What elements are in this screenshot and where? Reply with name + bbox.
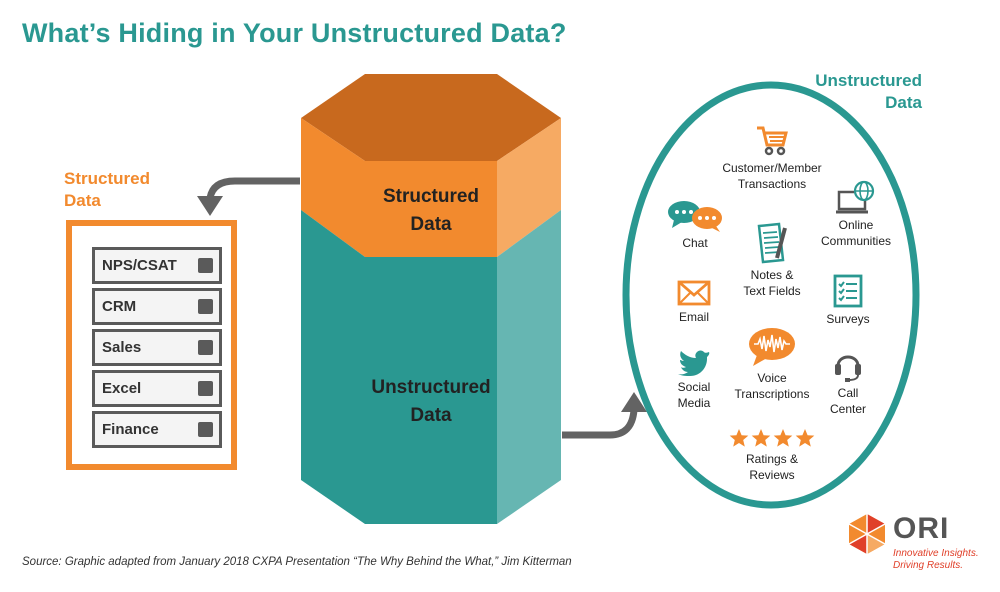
hexagon-structured-line2: Data: [410, 214, 452, 235]
stars-icon: [729, 429, 815, 447]
twitter-bird-icon: [678, 350, 710, 376]
structured-data-box: NPS/CSAT CRM Sales Excel Finance: [66, 220, 237, 470]
database-label: NPS/CSAT: [102, 257, 177, 274]
headset-icon: [835, 355, 861, 382]
checklist-icon: [833, 274, 863, 308]
envelope-icon: [677, 280, 711, 306]
source-online-communities: Online Communities: [806, 180, 906, 249]
hexagon-structured-line1: Structured: [382, 186, 480, 207]
database-row: Finance: [92, 411, 222, 448]
source-label: Center: [829, 402, 867, 416]
hexagon-unstructured-side: [497, 210, 561, 524]
unstructured-oval: [622, 81, 920, 509]
database-row: Excel: [92, 370, 222, 407]
hexagon-structured-label: Structured Data: [365, 183, 497, 239]
database-light-icon: [198, 381, 213, 396]
database-light-icon: [198, 340, 213, 355]
source-chat: Chat: [660, 200, 730, 251]
database-label: Excel: [102, 380, 142, 397]
database-label: CRM: [102, 298, 137, 315]
hexagon-structured-front: [301, 118, 365, 257]
source-voice: Voice Transcriptions: [724, 327, 820, 402]
unstructured-heading-line1: Unstructured: [815, 71, 922, 90]
source-ratings: Ratings & Reviews: [720, 428, 824, 483]
page-title: What’s Hiding in Your Unstructured Data?: [22, 18, 567, 48]
structured-data-heading: Structured Data: [64, 168, 150, 212]
database-light-icon: [198, 422, 213, 437]
hexagon-unstructured-line1: Unstructured: [371, 377, 491, 398]
source-note: Source: Graphic adapted from January 201…: [22, 556, 572, 568]
database-row: CRM: [92, 288, 222, 325]
globe-computer-icon: [836, 180, 875, 214]
shopping-cart-icon: [757, 126, 788, 156]
database-light-icon: [198, 299, 213, 314]
ori-logo: ORI Innovative Insights. Driving Results…: [845, 512, 979, 574]
source-notes: Notes & Text Fields: [728, 222, 816, 299]
source-label: Reviews: [749, 468, 795, 482]
hexagon-top-cap: [301, 74, 561, 161]
hexagon-unstructured-label: Unstructured Data: [350, 374, 512, 430]
source-call-center: Call Center: [820, 348, 876, 417]
source-label: Transactions: [737, 177, 807, 191]
database-label: Finance: [102, 421, 159, 438]
unstructured-heading-line2: Data: [885, 93, 922, 112]
source-label: Email: [678, 310, 709, 324]
source-transactions: Customer/Member Transactions: [710, 123, 834, 192]
source-surveys: Surveys: [816, 274, 880, 327]
unstructured-data-heading: Unstructured Data: [815, 70, 922, 114]
source-label: Transcriptions: [734, 387, 810, 401]
database-light-icon: [198, 258, 213, 273]
database-list: NPS/CSAT CRM Sales Excel Finance: [92, 247, 222, 452]
source-social-media: Social Media: [664, 348, 724, 411]
source-label: Online: [838, 218, 874, 232]
arrowhead-structured: [197, 196, 223, 216]
ori-logo-word: ORI: [893, 512, 950, 545]
arrow-to-unstructured: [562, 409, 638, 439]
source-label: Voice: [757, 371, 787, 385]
ori-logo-tagline: Innovative Insights. Driving Results.: [893, 548, 979, 572]
source-label: Surveys: [826, 312, 870, 326]
source-label: Notes &: [750, 268, 794, 282]
database-row: Sales: [92, 329, 222, 366]
arrowhead-unstructured: [621, 392, 647, 412]
source-label: Text Fields: [743, 284, 801, 298]
hexagon-unstructured-face: [365, 257, 497, 524]
source-email: Email: [666, 280, 722, 325]
chat-bubbles-icon: [668, 201, 722, 232]
database-label: Sales: [102, 339, 142, 356]
structured-heading-line2: Data: [64, 191, 101, 210]
source-label: Chat: [682, 236, 708, 250]
ori-logo-tagline-2: Driving Results.: [893, 560, 964, 571]
source-label: Communities: [820, 234, 892, 248]
hexagon-unstructured-left: [301, 210, 365, 524]
arrow-to-structured: [206, 177, 300, 199]
notepad-icon: [757, 222, 787, 264]
ori-logo-mark-icon: [848, 514, 886, 554]
voice-bubble-icon: [749, 328, 795, 366]
source-label: Media: [677, 396, 711, 410]
source-label: Call: [837, 386, 859, 400]
database-row: NPS/CSAT: [92, 247, 222, 284]
source-label: Customer/Member: [722, 161, 822, 175]
ori-logo-tagline-1: Innovative Insights.: [893, 548, 979, 559]
source-label: Social: [677, 380, 711, 394]
hexagon-unstructured-line2: Data: [410, 405, 452, 426]
source-label: Ratings &: [745, 452, 799, 466]
hexagon-structured-face: [365, 161, 497, 257]
structured-heading-line1: Structured: [64, 169, 150, 188]
hexagon-structured-side: [497, 118, 561, 257]
